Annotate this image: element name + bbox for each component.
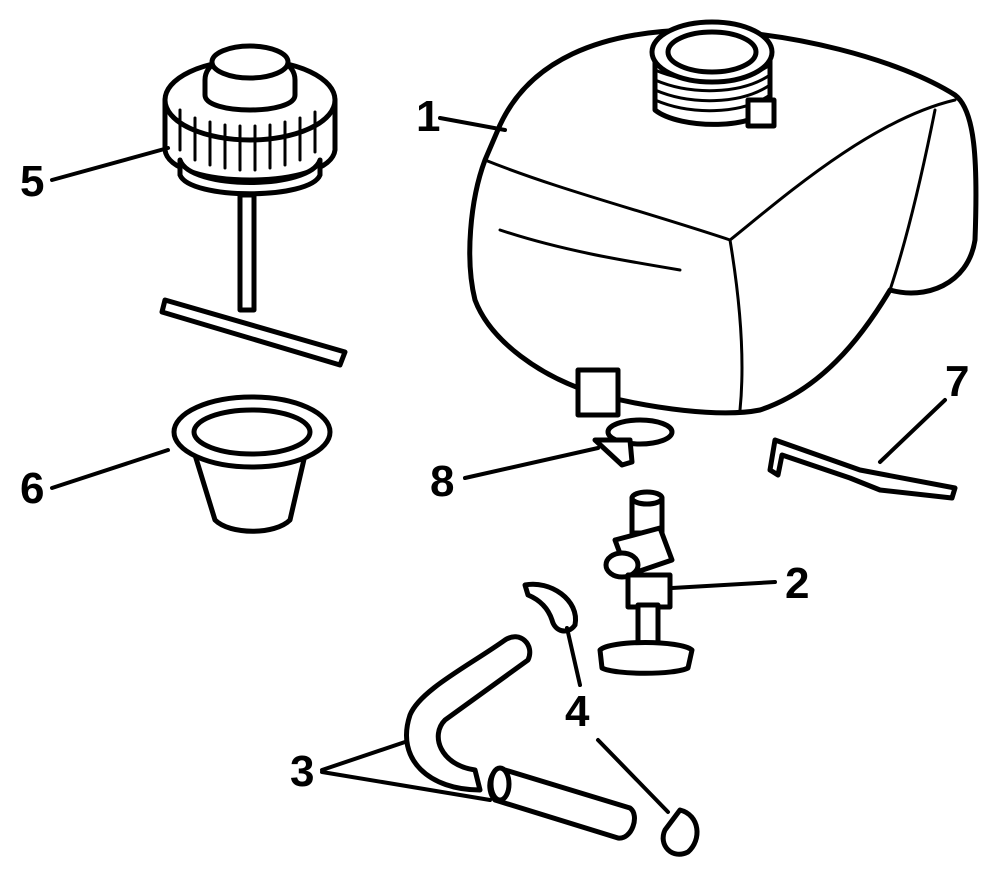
callout-5: 5 [20, 157, 45, 206]
fuel-hose-straight [487, 765, 637, 841]
callout-6: 6 [20, 464, 45, 513]
callout-7: 7 [945, 357, 970, 406]
callout-8: 8 [430, 457, 455, 506]
leader-lines [50, 116, 947, 814]
callout-1: 1 [416, 92, 441, 141]
fuel-cap [159, 43, 348, 368]
fuel-valve [597, 489, 695, 676]
callout-4: 4 [565, 687, 590, 736]
hose-clip-upper [522, 581, 578, 634]
strainer [171, 394, 333, 534]
fuel-tank [467, 19, 979, 418]
fuel-hose-bent [404, 634, 533, 793]
hose-clip-lower [660, 807, 700, 857]
bracket [767, 437, 958, 501]
callout-3: 3 [290, 747, 315, 796]
callout-2: 2 [785, 559, 810, 608]
tank-clip [592, 417, 675, 468]
